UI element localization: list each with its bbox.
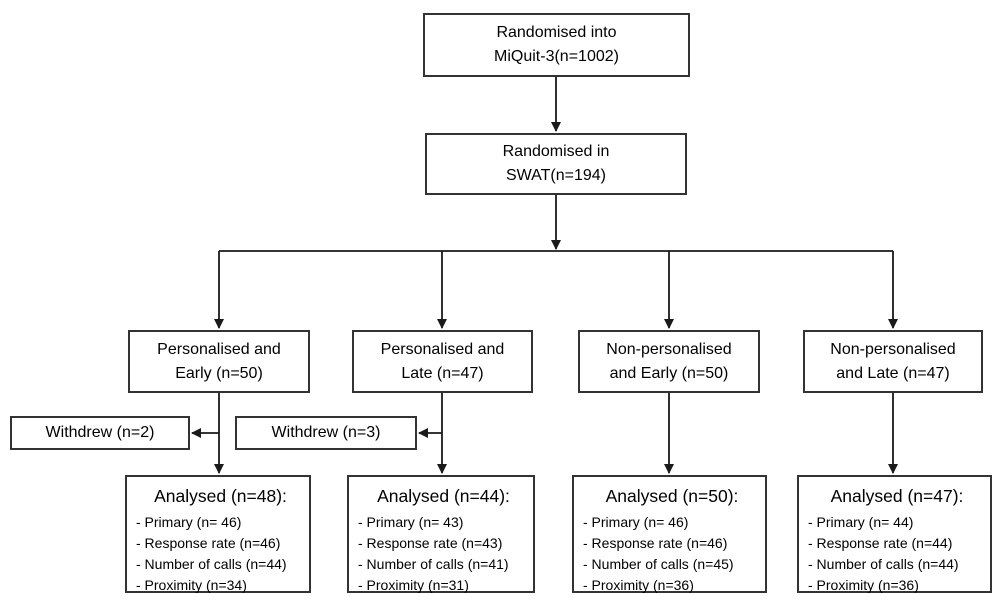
analysed-item: - Primary (n= 44)	[808, 513, 914, 530]
node-randomised-swat: Randomised in SWAT(n=194)	[425, 133, 687, 195]
analysed-item: - Proximity (n=36)	[583, 576, 694, 593]
analysed-item: - Response rate (n=46)	[136, 534, 281, 551]
analysed-item: - Number of calls (n=41)	[358, 555, 509, 572]
node-arm-nonpersonalised-early: Non-personalised and Early (n=50)	[578, 330, 760, 393]
analysed-item: - Number of calls (n=44)	[808, 555, 959, 572]
analysed-heading: Analysed (n=44):	[377, 486, 510, 506]
node-arm-nonpersonalised-late: Non-personalised and Late (n=47)	[803, 330, 983, 393]
analysed-item: - Number of calls (n=44)	[136, 555, 287, 572]
node-analysed-arm-1: Analysed (n=44): - Primary (n= 43) - Res…	[347, 475, 535, 593]
node-withdrew-arm-0: Withdrew (n=2)	[10, 416, 190, 450]
analysed-heading: Analysed (n=50):	[605, 486, 739, 506]
node-withdrew-arm-1: Withdrew (n=3)	[235, 416, 417, 450]
analysed-item: - Proximity (n=36)	[808, 576, 919, 593]
analysed-item: - Primary (n= 46)	[136, 513, 242, 530]
analysed-item: - Response rate (n=46)	[583, 534, 728, 551]
analysed-item: - Primary (n= 43)	[358, 513, 464, 530]
analysed-item: - Proximity (n=34)	[136, 576, 247, 593]
node-arm-personalised-early: Personalised and Early (n=50)	[128, 330, 310, 393]
analysed-heading: Analysed (n=47):	[830, 486, 964, 506]
node-analysed-arm-3: Analysed (n=47): - Primary (n= 44) - Res…	[797, 475, 992, 593]
node-arm-personalised-late: Personalised and Late (n=47)	[352, 330, 533, 393]
analysed-item: - Response rate (n=43)	[358, 534, 503, 551]
analysed-item: - Proximity (n=31)	[358, 576, 469, 593]
analysed-item: - Number of calls (n=45)	[583, 555, 734, 572]
node-analysed-arm-0: Analysed (n=48): - Primary (n= 46) - Res…	[125, 475, 311, 593]
node-analysed-arm-2: Analysed (n=50): - Primary (n= 46) - Res…	[572, 475, 767, 593]
node-randomised-miquit3: Randomised into MiQuit-3(n=1002)	[423, 13, 690, 77]
analysed-heading: Analysed (n=48):	[154, 486, 287, 506]
analysed-item: - Response rate (n=44)	[808, 534, 953, 551]
analysed-item: - Primary (n= 46)	[583, 513, 689, 530]
